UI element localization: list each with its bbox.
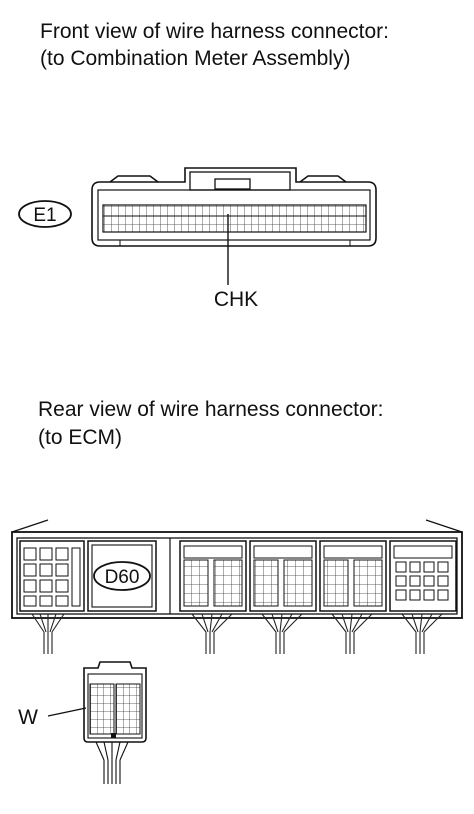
w-connector: [83, 661, 147, 784]
rear-view-subtitle: (to ECM): [38, 426, 122, 449]
w-wire-label: W: [18, 706, 38, 729]
d60-code-label: D60: [105, 567, 140, 588]
e1-code-badge: E1: [18, 200, 72, 228]
ecm-connector: [11, 519, 463, 619]
e1-connector: [91, 167, 377, 247]
e1-code-label: E1: [33, 205, 56, 226]
chk-pin-label: CHK: [214, 288, 258, 311]
w-leader-line: [47, 707, 87, 717]
d60-code-badge: D60: [93, 561, 151, 591]
ecm-wire-bundles: [31, 613, 443, 654]
rear-view-title: Rear view of wire harness connector:: [38, 398, 384, 421]
front-view-title: Front view of wire harness connector:: [40, 20, 389, 43]
front-view-subtitle: (to Combination Meter Assembly): [40, 47, 351, 70]
